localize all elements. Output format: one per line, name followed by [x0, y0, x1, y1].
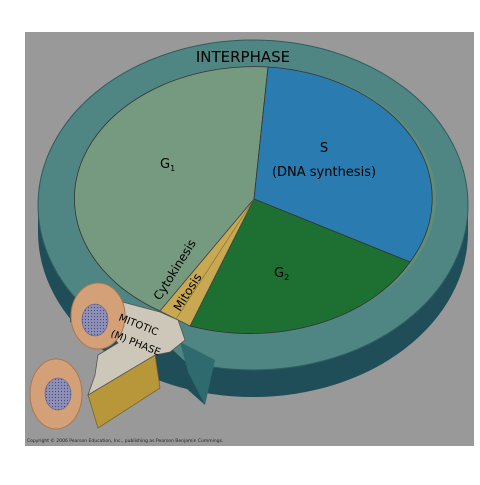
- m-phase-divider: [175, 198, 255, 320]
- s-sublabel: (DNA synthesis): [272, 165, 376, 180]
- dividing-cell-top: [70, 282, 126, 350]
- copyright-line: Copyright © 2006 Pearson Education, Inc.…: [27, 437, 223, 444]
- g2-sector: [189, 198, 411, 334]
- dividing-cell-bottom: [29, 358, 83, 430]
- g1-label: G1: [160, 157, 175, 173]
- s-label: S: [320, 141, 328, 156]
- g2-label: G2: [274, 266, 289, 282]
- interphase-label: INTERPHASE: [196, 48, 290, 66]
- s-sector: [253, 66, 433, 263]
- nucleus-bottom: [44, 377, 72, 411]
- ring-arrowhead: [180, 342, 215, 405]
- g1-sector: [74, 66, 269, 312]
- nucleus-top: [81, 303, 109, 337]
